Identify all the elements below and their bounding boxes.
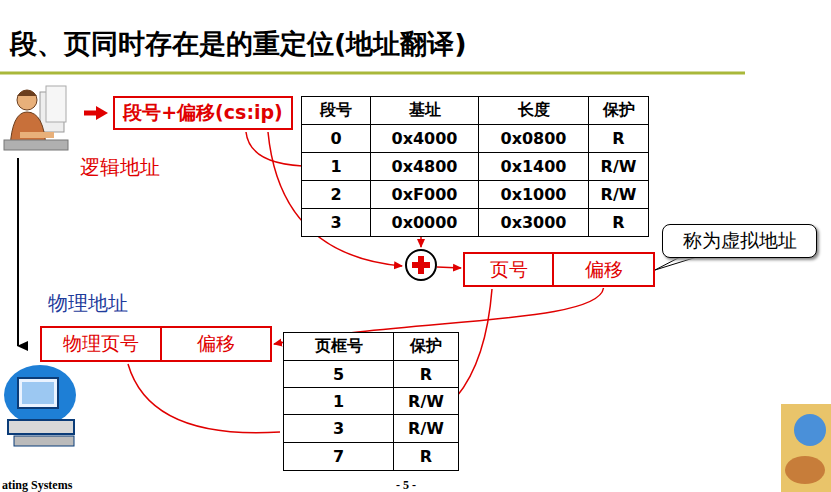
segment-table-cell: 0x3000: [478, 208, 589, 237]
segment-table-cell: 0: [301, 124, 371, 153]
cell-text: 0x0800: [501, 129, 567, 148]
cell-text: 7: [333, 447, 344, 466]
segment-table-cell: R: [588, 124, 649, 153]
callout-box: 称为虚拟地址: [662, 224, 817, 258]
physical-address-label: 物理地址: [48, 290, 128, 317]
page-number-field: 页号: [463, 252, 554, 287]
page-table-cell: R/W: [393, 414, 459, 443]
segment-table-cell: R/W: [588, 152, 649, 181]
cell-text: 保护: [603, 100, 635, 121]
segment-table-cell: R: [588, 208, 649, 237]
page-table-cell: 5: [283, 360, 394, 388]
segment-table-cell: R/W: [588, 180, 649, 209]
segment-table-cell: 0x4800: [370, 152, 479, 181]
cell-text: 1: [333, 392, 344, 411]
person-icon: [4, 86, 68, 150]
cell-text: 基址: [409, 100, 441, 121]
segment-table-cell: 3: [301, 208, 371, 237]
segment-table-cell: 0x4000: [370, 124, 479, 153]
page-table-cell: 7: [283, 442, 394, 471]
cell-text: 5: [333, 365, 344, 384]
segment-table-cell: 长度: [478, 96, 589, 125]
title-rule: [0, 72, 745, 75]
page-table-cell: 保护: [393, 332, 459, 361]
cell-text: 2: [330, 185, 341, 204]
sum-arrow: [437, 267, 461, 268]
cell-text: R/W: [601, 185, 637, 204]
cell-text: 段号: [320, 100, 352, 121]
cell-text: 3: [333, 419, 344, 438]
page-table-cell: 3: [283, 414, 394, 443]
page-table-cell: 页框号: [283, 332, 394, 361]
page-table-cell: 1: [283, 387, 394, 415]
segment-table-cell: 0x1000: [478, 180, 589, 209]
cell-text: 0x1400: [501, 157, 567, 176]
logical-address-box: 段号+偏移(cs:ip): [113, 96, 293, 130]
segment-table-cell: 段号: [301, 96, 371, 125]
cell-text: R: [612, 213, 624, 232]
footer-text: ating Systems: [2, 478, 72, 492]
cell-text: 3: [330, 213, 341, 232]
node-text: 页号: [490, 257, 528, 283]
cell-text: R/W: [408, 392, 444, 411]
segment-table-cell: 基址: [370, 96, 479, 125]
segment-table-cell: 0xF000: [370, 180, 479, 209]
page-table-cell: R/W: [393, 387, 459, 415]
cell-text: R/W: [601, 157, 637, 176]
segment-table-cell: 保护: [588, 96, 649, 125]
segment-table-cell: 1: [301, 152, 371, 181]
slide-title: 段、页同时存在是的重定位(地址翻译): [10, 26, 467, 62]
input-arrow: [84, 111, 98, 116]
frame-arrow: [128, 364, 280, 433]
page-number: - 5 -: [396, 478, 416, 492]
cell-text: 0x4800: [392, 157, 458, 176]
segment-table-cell: 0x0000: [370, 208, 479, 237]
adder-symbol: [406, 250, 436, 280]
cell-text: 0xF000: [392, 185, 458, 204]
segment-table-cell: 2: [301, 180, 371, 209]
cell-text: R: [420, 365, 432, 384]
cell-text: 0: [330, 129, 341, 148]
cell-text: R/W: [408, 419, 444, 438]
node-text: 偏移: [585, 257, 623, 283]
cell-text: R: [612, 129, 624, 148]
cell-text: 1: [330, 157, 341, 176]
callout-pointer: [655, 256, 700, 270]
node-text: 物理页号: [63, 331, 139, 357]
cell-text: R: [420, 447, 432, 466]
cell-text: 0x1000: [501, 185, 567, 204]
node-text: 偏移: [197, 331, 235, 357]
frame-number-field: 物理页号: [40, 326, 162, 362]
cell-text: 长度: [518, 100, 550, 121]
cell-text: 页框号: [315, 336, 363, 357]
flow-arrow: [17, 158, 19, 346]
cell-text: 0x3000: [501, 213, 567, 232]
cell-text: 保护: [410, 336, 442, 357]
offset-field: 偏移: [552, 252, 655, 287]
node-text: 段号+偏移(cs:ip): [123, 100, 283, 126]
page-table-cell: R: [393, 360, 459, 388]
cell-text: 0x4000: [392, 129, 458, 148]
book-logo: [781, 404, 831, 492]
node-text: 称为虚拟地址: [683, 228, 797, 254]
logical-address-label: 逻辑地址: [80, 154, 160, 181]
page-table-cell: R: [393, 442, 459, 471]
computer-icon: [4, 365, 76, 446]
offset-field: 偏移: [160, 326, 272, 362]
segment-table-cell: 0x0800: [478, 124, 589, 153]
cell-text: 0x0000: [392, 213, 458, 232]
input-arrow-head: [96, 106, 108, 120]
segment-table-cell: 0x1400: [478, 152, 589, 181]
